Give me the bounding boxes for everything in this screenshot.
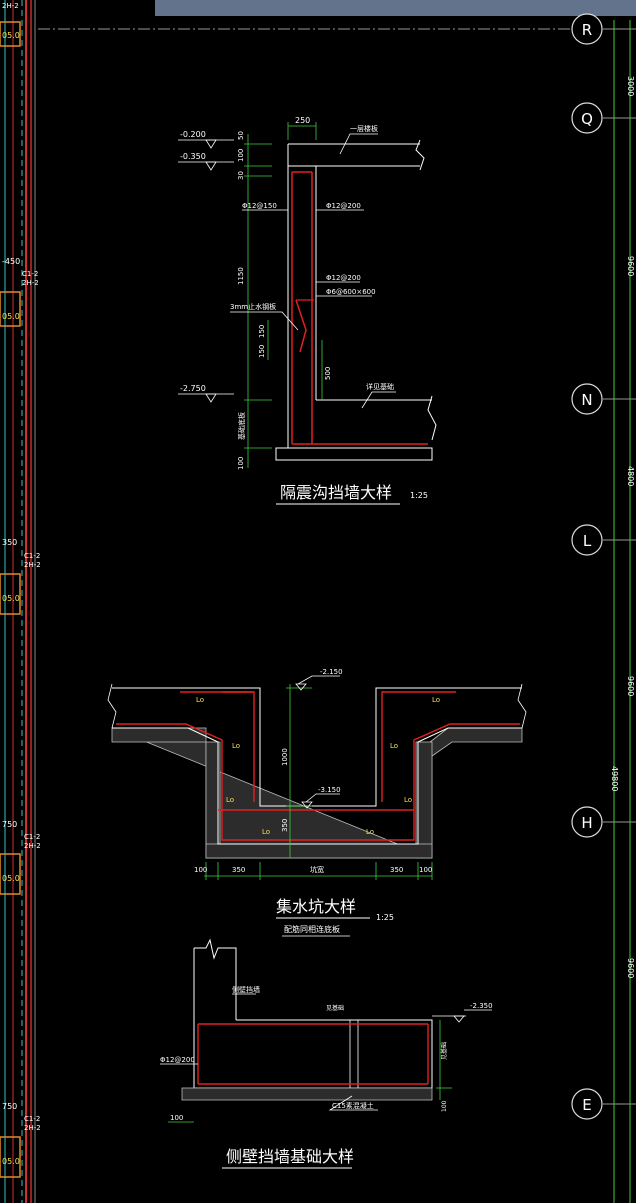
column-tag: 2H-2 [24, 1124, 41, 1132]
callout-label: 见基础 [326, 1004, 344, 1012]
dimension-label: 350 [232, 866, 245, 874]
rebar-mark: Lo [366, 828, 374, 836]
elevation-label: -2.750 [180, 384, 206, 393]
detail-title: 隔震沟挡墙大样 [280, 483, 392, 502]
grid-axes: R Q N L H E 3000 9600 [38, 13, 636, 1203]
rebar-mark: Lo [432, 696, 440, 704]
callout-label: 3mm止水钢板 [230, 302, 276, 311]
column-tag: 750 [2, 820, 17, 829]
axis-bubble: H [571, 806, 603, 838]
axis-dimension: 49800 [610, 766, 619, 791]
axis-bubble: N [571, 383, 603, 415]
rebar-mark: Lo [232, 742, 240, 750]
dimension-label: 150 [258, 325, 266, 338]
column-tag: 05.0 [2, 1157, 20, 1166]
detail-subtitle: 配筋同相连底板 [284, 924, 340, 934]
top-banner [155, 0, 636, 16]
axis-dimension: 9600 [626, 676, 635, 696]
dimension-label: 50 [237, 131, 245, 140]
axis-dimension: 4800 [626, 466, 635, 486]
dimension-label: 100 [170, 1114, 183, 1122]
dimension-label: 100 [441, 1100, 448, 1112]
axis-dimension: 9600 [626, 256, 635, 276]
column-tag: -450 [2, 257, 20, 266]
callout-label: 详见基础 [366, 382, 394, 391]
callout-label: 侧壁挡墙 [232, 985, 260, 994]
rebar-label: Φ6@600×600 [326, 288, 376, 296]
detail-title: 集水坑大样 [276, 897, 356, 916]
column-tag: 750 [2, 1102, 17, 1111]
column-tag: 05.0 [2, 312, 20, 321]
rebar-mark: Lo [196, 696, 204, 704]
axis-label: R [582, 21, 592, 39]
rebar-label: Φ12@200 [160, 1056, 195, 1064]
rebar-mark: Lo [390, 742, 398, 750]
dimension-label: 30 [237, 171, 245, 180]
column-tag: 05.0 [2, 594, 20, 603]
detail-sump-pit[interactable]: Lo Lo Lo Lo Lo Lo Lo Lo -2.150 -3.150 [107, 668, 527, 937]
column-tag: C1-2 [24, 833, 40, 841]
axis-bubble: Q [571, 102, 603, 134]
axis-label: N [581, 391, 592, 409]
column-tag: 2H-2 [24, 561, 41, 569]
column-tag: 05.0 [2, 874, 20, 883]
rebar-label: Φ12@200 [326, 274, 361, 282]
elevation-label: -0.200 [180, 130, 206, 139]
dimension-label: 100 [419, 866, 432, 874]
axis-label: L [583, 532, 592, 550]
rebar-label: Φ12@150 [242, 202, 277, 210]
dimension-label: 100 [237, 149, 245, 162]
detail-scale: 1:25 [410, 491, 428, 500]
dimension-label: 坑宽 [310, 865, 324, 874]
rebar-mark: Lo [226, 796, 234, 804]
detail-title: 侧壁挡墙基础大样 [226, 1147, 354, 1166]
callout-label: 基础底板 [237, 412, 246, 440]
left-edge-strip: 05.0 2H-2 -450 C1-2 2H-2 05.0 350 C1-2 2… [0, 0, 41, 1203]
column-tag: 350 [2, 538, 17, 547]
column-tag: 05.0 [2, 31, 20, 40]
elevation-label: -0.350 [180, 152, 206, 161]
dimension-label: 250 [295, 116, 310, 125]
axis-dimension: 3000 [626, 76, 635, 96]
dimension-label: 100 [237, 457, 245, 470]
column-tag: C1-2 [24, 552, 40, 560]
detail-isolation-trench-wall[interactable]: -0.200 -0.350 -2.750 250 50 100 30 1150 … [178, 116, 437, 505]
axis-label: Q [581, 110, 593, 128]
axis-bubble: L [571, 524, 603, 556]
dimension-label: 1000 [281, 748, 289, 766]
callout-label: C15素混凝土 [332, 1101, 374, 1110]
rebar-mark: Lo [404, 796, 412, 804]
column-tag-group: 05.0 2H-2 -450 C1-2 2H-2 05.0 350 C1-2 2… [0, 2, 41, 1178]
column-tag: C1-2 [22, 270, 38, 278]
column-tag: 2H-2 [22, 279, 39, 287]
detail-scale: 1:25 [376, 913, 394, 922]
axis-label: H [581, 814, 592, 832]
elevation-label: -2.350 [470, 1002, 493, 1010]
column-tag: 2H-2 [24, 842, 41, 850]
dimension-label: 1150 [237, 267, 245, 285]
dimension-label: 350 [390, 866, 403, 874]
axis-dimension: 9600 [626, 958, 635, 978]
elevation-label: -2.150 [320, 668, 343, 676]
rebar-label: Φ12@200 [326, 202, 361, 210]
dimension-label: 500 [324, 367, 332, 380]
axis-label: E [582, 1096, 591, 1114]
callout-label: 一层楼板 [350, 124, 378, 133]
dimension-label: 见基础 [440, 1042, 448, 1060]
detail-side-wall-foundation[interactable]: -2.350 见基础 100 侧壁挡墙 见基础 Φ12@200 C15素混凝土 … [160, 938, 493, 1169]
column-tag: 2H-2 [2, 2, 19, 10]
dimension-label: 350 [281, 819, 289, 832]
dimension-label: 100 [194, 866, 207, 874]
axis-bubble: R [571, 13, 603, 45]
dimension-label: 150 [258, 345, 266, 358]
rebar-mark: Lo [262, 828, 270, 836]
axis-bubble: E [571, 1088, 603, 1120]
column-tag: C1-2 [24, 1115, 40, 1123]
elevation-label: -3.150 [318, 786, 341, 794]
